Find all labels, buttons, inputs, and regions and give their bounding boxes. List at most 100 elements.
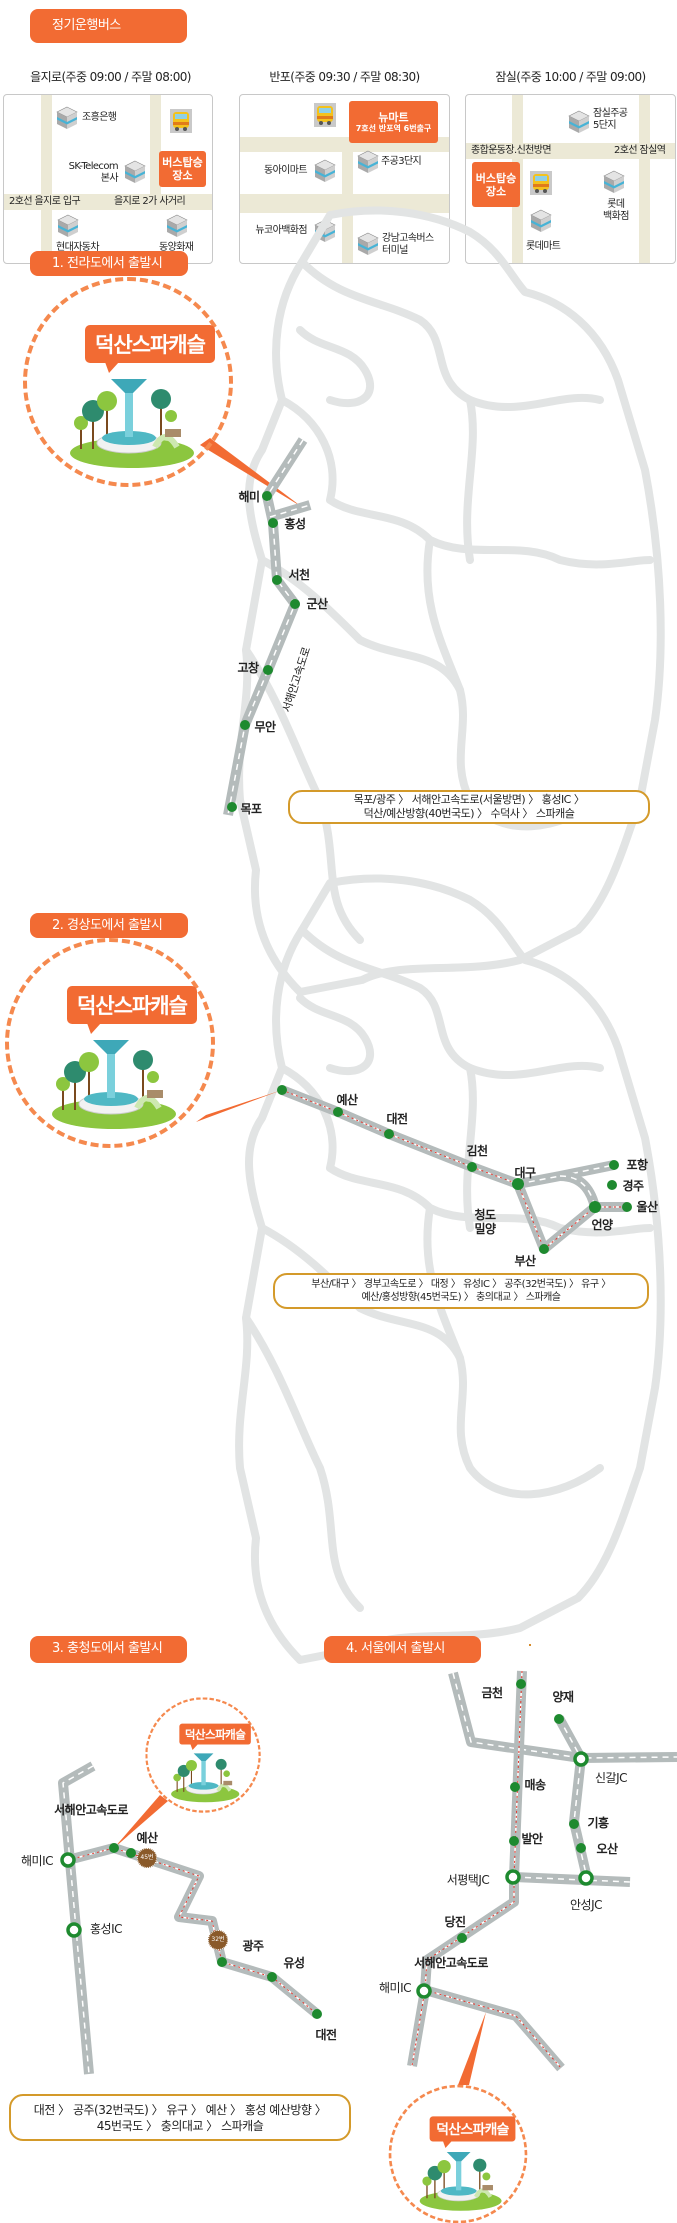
stop-label: 홍성IC <box>90 1922 123 1936</box>
place-label: 동양화재 <box>159 242 194 253</box>
stop-label: 서평택JC <box>446 1873 490 1887</box>
stop-node <box>272 575 282 585</box>
stop-label: 양재 <box>552 1690 574 1704</box>
bus-icon <box>170 109 192 133</box>
destination-label: 덕산스파캐슬 <box>67 986 197 1034</box>
stop-label: 서천 <box>288 568 310 582</box>
place-label: 현대자동차 <box>56 242 100 253</box>
stop-node <box>573 1751 589 1767</box>
place-label: 조흥은행 <box>82 112 117 123</box>
stop-node <box>227 802 237 812</box>
stop-node <box>217 1957 227 1967</box>
stop-label: 고창 <box>237 661 259 675</box>
stop-node <box>589 1201 601 1213</box>
stop-node <box>126 1848 136 1858</box>
stop-label: 예산 <box>136 1831 158 1845</box>
route-description-2: 부산/대구 〉 경부고속도로 〉 대정 〉 유성IC 〉 공주(32번국도) 〉… <box>273 1273 649 1309</box>
road-center-line <box>62 1765 94 2075</box>
place-label: 뉴코아백화점 <box>255 225 307 236</box>
place-label: SK-Telecom 본사 <box>68 161 119 184</box>
stop-label: 무안 <box>254 720 276 734</box>
stop-label: 홍성 <box>284 517 306 531</box>
bus-icon <box>314 103 336 127</box>
bus-stop-callout: 버스탑승 장소 <box>159 151 206 187</box>
stop-node <box>66 1922 82 1938</box>
destination-callout: 덕산스파캐슬 <box>5 938 215 1148</box>
building-icon <box>57 214 79 238</box>
stop-node <box>416 1983 432 1999</box>
callout-pointer <box>114 1795 168 1848</box>
stop-node <box>505 1869 521 1885</box>
stop-label: 당진 <box>444 1915 466 1929</box>
bus-stop-callout: 버스탑승 장소 <box>472 162 520 207</box>
stop-node <box>509 1836 519 1846</box>
bus-icon <box>530 171 552 195</box>
stop-node <box>576 1843 586 1853</box>
building-icon <box>357 150 379 174</box>
route-description-3: 대전 〉 공주(32번국도) 〉 유구 〉 예산 〉 홍성 예산방향 〉 45번… <box>9 2094 351 2141</box>
korea-map-outline <box>239 210 661 992</box>
road-label: 을지로 2가 사거리 <box>114 196 186 207</box>
callout-pointer <box>196 1090 282 1122</box>
stop-label: 청도 밀양 <box>474 1208 496 1236</box>
stop-node <box>467 1162 477 1172</box>
road-label: 종합운동장.신천방면 <box>471 145 552 156</box>
building-icon <box>603 170 625 194</box>
destination-label: 덕산스파캐슬 <box>429 2116 516 2149</box>
route-32-badge: 32번 <box>208 1930 228 1950</box>
stop-label: 발안 <box>521 1832 543 1846</box>
stop-node <box>262 491 272 501</box>
destination-label: 덕산스파캐슬 <box>85 325 215 373</box>
banpo-map: 뉴마트 7호선 반포역 6번출구 동아이마트 주공3단지 뉴코아백화점 강남고속… <box>239 94 450 264</box>
stop-node <box>60 1852 76 1868</box>
road-center-line <box>424 1989 562 2069</box>
highway-label: 서해안고속도로 <box>54 1803 128 1817</box>
stop-label: 오산 <box>596 1842 618 1856</box>
newmart-callout: 뉴마트 7호선 반포역 6번출구 <box>349 101 438 143</box>
stop-label: 포항 <box>626 1158 648 1172</box>
route-path <box>424 1989 562 2069</box>
stop-label: 해미IC <box>379 1981 412 1995</box>
stop-node <box>578 1870 594 1886</box>
section-1-header: 1. 전라도에서 출발시 <box>30 251 188 276</box>
stop-node <box>290 599 300 609</box>
stop-label: 광주 <box>242 1939 264 1953</box>
stop-label: 안성JC <box>570 1898 603 1912</box>
destination-callout: 덕산스파캐슬 <box>23 277 233 487</box>
stop-node <box>539 1244 549 1254</box>
road-center-line <box>411 1670 523 2067</box>
destination-label: 덕산스파캐슬 <box>179 1723 251 1751</box>
highway-road <box>423 1985 565 2072</box>
place-label: 잠실주공 5단지 <box>593 108 628 131</box>
building-icon <box>357 232 379 256</box>
road-label: 2호선 잠실역 <box>614 145 666 156</box>
stop-label: 부산 <box>514 1254 536 1268</box>
stop-label: 대전 <box>386 1112 408 1126</box>
stop-node <box>333 1107 343 1117</box>
stop-label: 금천 <box>481 1686 503 1700</box>
stop-node <box>312 2009 322 2019</box>
place-label: 주공3단지 <box>381 156 422 167</box>
route-path <box>517 1183 627 1250</box>
stop-label: 매송 <box>524 1778 546 1792</box>
jamsil-map: 잠실주공 5단지 종합운동장.신천방면 2호선 잠실역 버스탑승 장소 롯데 백… <box>465 94 676 264</box>
road-label: 2호선 을지로 입구 <box>9 196 81 207</box>
stop-node <box>554 1714 564 1724</box>
stop-label: 군산 <box>306 597 328 611</box>
stop-node <box>268 518 278 528</box>
stop-node <box>384 1129 394 1139</box>
building-icon <box>166 214 188 238</box>
stop-node <box>516 1679 526 1689</box>
stop-node <box>512 1178 524 1190</box>
building-icon <box>314 159 336 183</box>
road-center-line <box>558 1717 588 1879</box>
stop-node <box>267 1972 277 1982</box>
place-label: 강남고속버스 터미널 <box>382 233 434 256</box>
stop-node <box>622 1202 632 1212</box>
highway-road <box>513 1182 627 1254</box>
stop-label: 기흥 <box>587 1816 609 1830</box>
section-3-header: 3. 충청도에서 출발시 <box>30 1636 187 1663</box>
stop-label: 해미 <box>238 490 260 504</box>
stop-label: 대구 <box>514 1166 536 1180</box>
